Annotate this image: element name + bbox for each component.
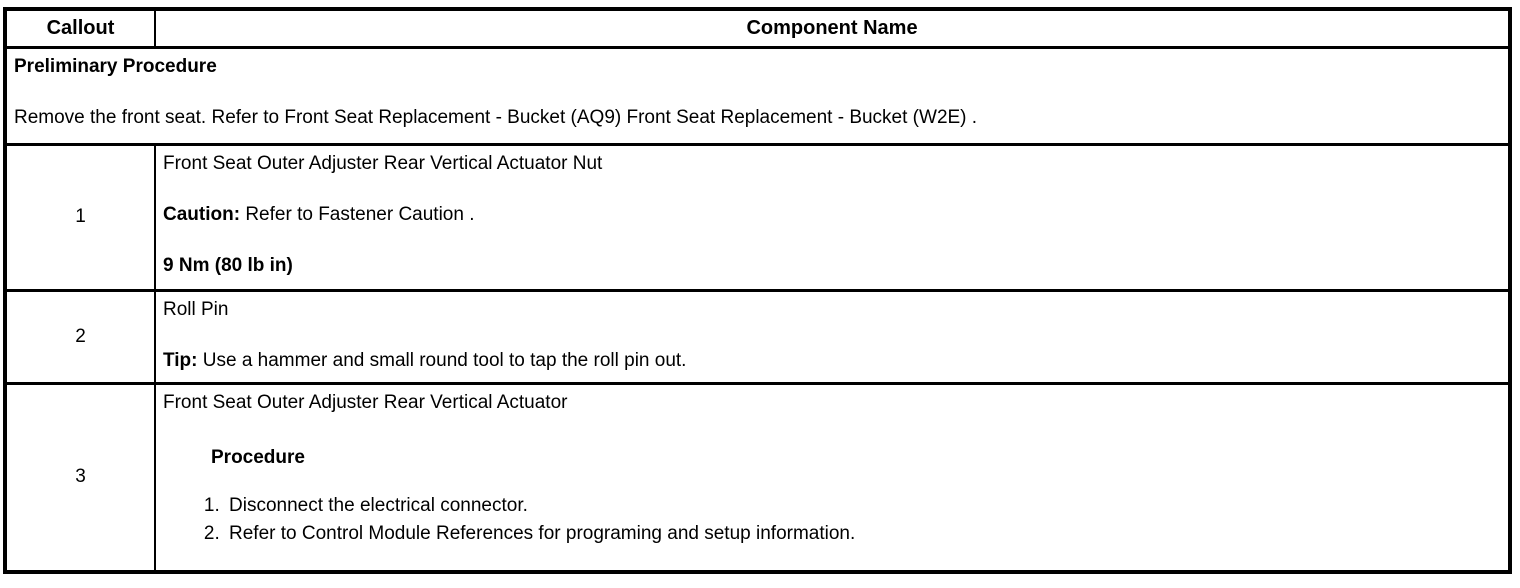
callout-number-2: 2 (4, 288, 156, 385)
procedure-step: Refer to Control Module References for p… (225, 523, 1498, 545)
procedure-step: Disconnect the electrical connector. (225, 495, 1498, 517)
caution-note: Caution: Refer to Fastener Caution . (163, 204, 1498, 226)
component-cell-2: Roll Pin Tip: Use a hammer and small rou… (154, 288, 1511, 385)
component-cell-3: Front Seat Outer Adjuster Rear Vertical … (154, 381, 1511, 574)
component-name-2: Roll Pin (163, 298, 229, 320)
table-row: 1 Front Seat Outer Adjuster Rear Vertica… (4, 142, 1511, 292)
callout-number-1: 1 (4, 142, 156, 292)
procedure-title: Procedure (211, 446, 305, 468)
table-row: 2 Roll Pin Tip: Use a hammer and small r… (4, 288, 1511, 385)
component-callout-table: Callout Component Name Preliminary Proce… (3, 7, 1512, 574)
tip-label: Tip: (163, 349, 198, 371)
component-name-column-header: Component Name (154, 7, 1511, 49)
tip-text: Use a hammer and small round tool to tap… (197, 349, 687, 371)
table-row: 3 Front Seat Outer Adjuster Rear Vertica… (4, 381, 1511, 574)
preliminary-procedure-row: Preliminary Procedure Remove the front s… (4, 45, 1511, 146)
table-header-row: Callout Component Name (4, 7, 1511, 49)
callout-column-header: Callout (4, 7, 156, 49)
component-name-1: Front Seat Outer Adjuster Rear Vertical … (163, 152, 603, 174)
callout-number-3: 3 (4, 381, 156, 574)
caution-text: Refer to Fastener Caution . (240, 203, 475, 225)
preliminary-procedure-text: Remove the front seat. Refer to Front Se… (14, 106, 978, 128)
torque-spec: 9 Nm (80 lb in) (163, 254, 293, 276)
preliminary-procedure-title: Preliminary Procedure (14, 55, 217, 77)
component-cell-1: Front Seat Outer Adjuster Rear Vertical … (154, 142, 1511, 292)
tip-note: Tip: Use a hammer and small round tool t… (163, 350, 1498, 372)
component-name-3: Front Seat Outer Adjuster Rear Vertical … (163, 391, 568, 413)
procedure-steps-list: Disconnect the electrical connector. Ref… (163, 495, 1498, 545)
caution-label: Caution: (163, 203, 241, 225)
preliminary-procedure-cell: Preliminary Procedure Remove the front s… (4, 45, 1511, 146)
